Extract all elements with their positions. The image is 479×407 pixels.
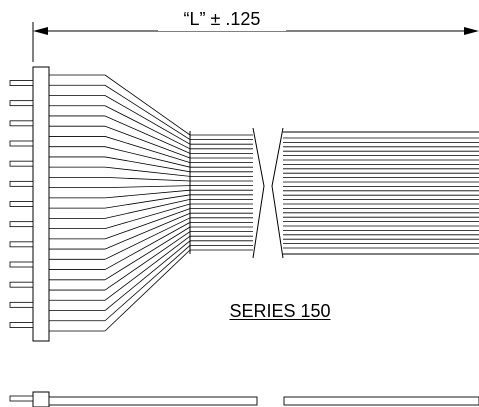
conductor-wire — [104, 95, 191, 145]
cable-side-view — [9, 391, 479, 407]
flat-ribbon-cable — [283, 131, 479, 255]
series-label: SERIES 150 — [229, 301, 331, 321]
length-tolerance-label: “L” ± .125 — [158, 7, 286, 31]
side-connector-body — [32, 391, 50, 407]
connector-pin — [9, 100, 34, 107]
conductor-wire — [104, 74, 191, 136]
conductor-wire — [104, 249, 191, 332]
conductor-wire — [104, 240, 191, 311]
break-line-right — [271, 127, 284, 259]
connector-pin — [9, 301, 34, 308]
connector-pin — [9, 160, 34, 167]
connector-pin — [9, 221, 34, 228]
conductor-wire — [104, 245, 191, 322]
connector-pin — [9, 201, 34, 207]
conductor-wire — [104, 105, 191, 150]
conductor-wire — [104, 136, 191, 163]
connector-pin — [9, 180, 34, 187]
connector-body — [32, 66, 50, 342]
conductor-wire — [104, 84, 191, 140]
conductor-fan-out — [49, 74, 253, 332]
conductor-wire — [104, 212, 191, 250]
connector-pin — [9, 80, 34, 86]
conductor-wire — [104, 177, 191, 182]
conductor-wire — [104, 217, 191, 260]
conductor-wire — [104, 222, 191, 270]
length-dimension — [32, 22, 479, 62]
conductor-wire — [104, 199, 191, 219]
conductor-wire — [104, 194, 191, 209]
conductor-wire — [104, 146, 191, 168]
conductor-wire — [104, 115, 191, 154]
side-connector-pin — [9, 395, 34, 402]
conductor-wire — [104, 166, 191, 177]
conductor-wire — [104, 125, 191, 159]
connector-pin — [9, 261, 34, 268]
conductor-wire — [104, 189, 191, 199]
connector-pin — [9, 140, 34, 147]
side-cable-segment-right — [283, 396, 479, 406]
break-line-left — [252, 127, 265, 259]
side-cable-segment-left — [48, 396, 258, 406]
conductor-wire — [104, 235, 191, 301]
connector-pin — [9, 241, 34, 248]
conductor-wire — [104, 185, 191, 189]
connector-top-view — [9, 66, 50, 342]
connector-pin — [9, 322, 34, 328]
dimension-arrow-right — [464, 27, 479, 35]
conductor-wire — [104, 156, 191, 173]
connector-pin — [9, 120, 34, 127]
connector-pin — [9, 281, 34, 288]
conductor-wire — [104, 203, 191, 229]
conductor-wire — [104, 231, 191, 291]
cable-break-symbol — [252, 127, 284, 259]
conductor-wire — [104, 208, 191, 240]
conductor-wire — [104, 226, 191, 281]
dimension-arrow-left — [33, 27, 48, 35]
